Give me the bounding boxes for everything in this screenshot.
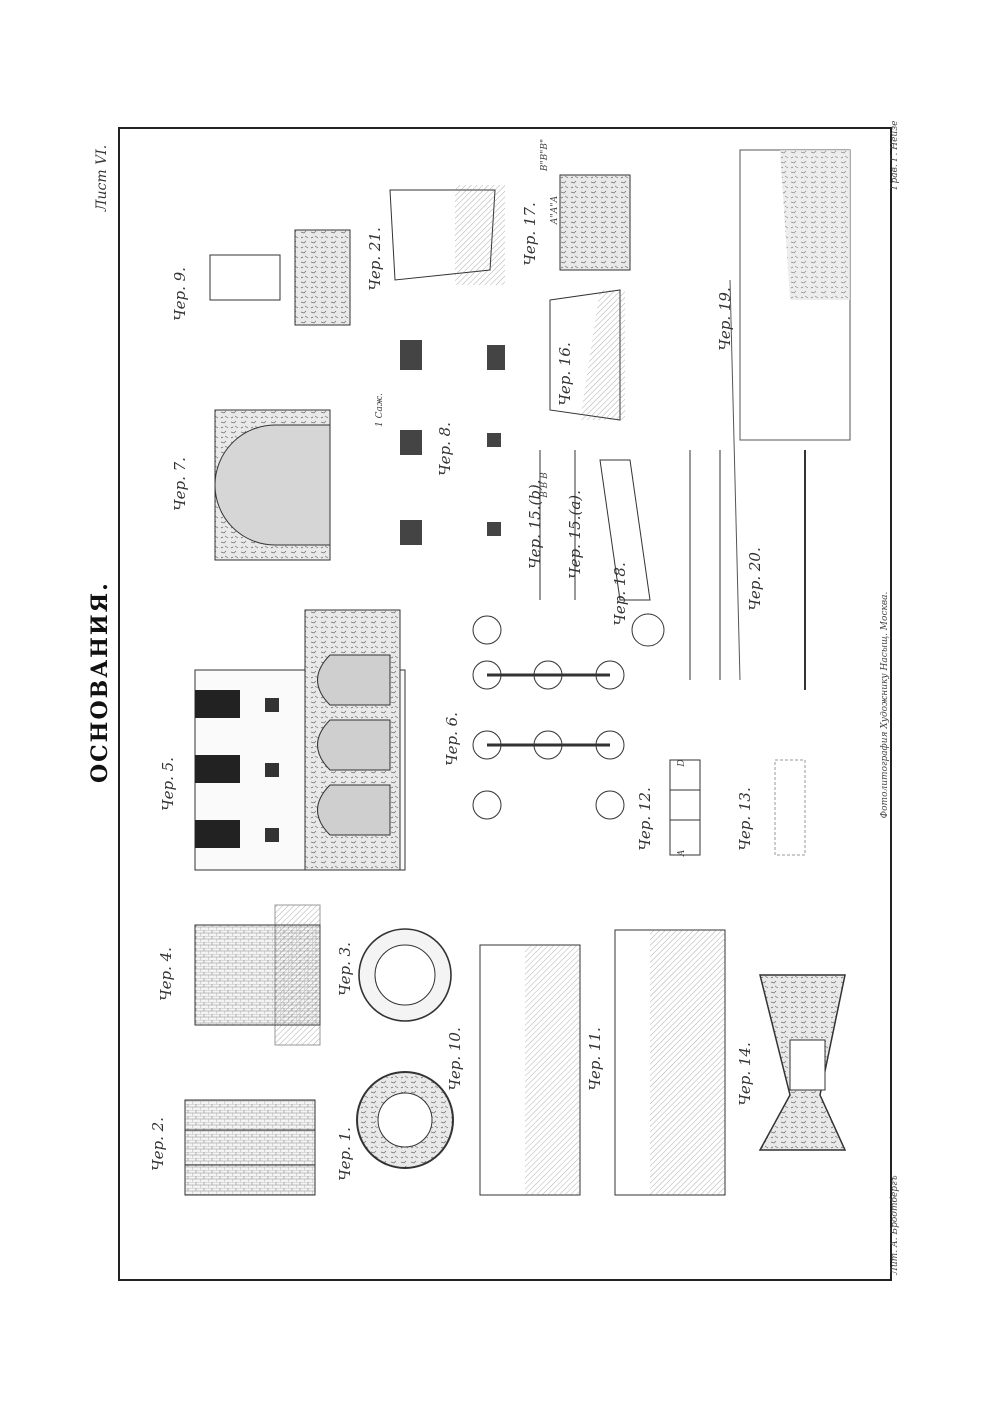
- engraver-right: Грав. Г. Нейзе: [890, 120, 900, 190]
- figure-8-label: Чер. 8.: [436, 422, 454, 476]
- figure-14-drawing: [758, 974, 847, 1151]
- figure-18-label: Чер. 18.: [611, 562, 629, 626]
- figure-7-drawing: [214, 409, 331, 561]
- figure-15-drawing: [539, 450, 576, 600]
- figure-11-drawing: [614, 929, 726, 1196]
- figure-16-label: Чер. 16.: [556, 342, 574, 406]
- figure-4-drawing: [194, 904, 321, 1046]
- figure-2-label: Чер. 2.: [149, 1117, 167, 1171]
- figure-5-label: Чер. 5.: [159, 757, 177, 811]
- figure-18-drawing: [599, 459, 651, 601]
- figure-3-drawing: [358, 928, 452, 1022]
- figure-8-scale: 1 Саж.: [375, 393, 385, 427]
- figure-7-label: Чер. 7.: [171, 457, 189, 511]
- plate-title: ОСНОВАНИЯ.: [87, 581, 113, 783]
- figure-8-drawing: [400, 340, 505, 545]
- figure-5-drawing: [194, 609, 406, 871]
- figure-19-drawing: [739, 149, 851, 441]
- figure-15-marks: B B B: [540, 472, 550, 498]
- figure-17-section-mark: А"А"А: [550, 195, 560, 225]
- figure-4-label: Чер. 4.: [157, 947, 175, 1001]
- figure-6-label: Чер. 6.: [443, 712, 461, 766]
- figure-17-section-mark-2: В"В"В": [540, 138, 550, 172]
- figure-12-label: Чер. 12.: [636, 787, 654, 851]
- figure-15a-label: Чер. 15.(а).: [566, 490, 584, 579]
- figure-21-drawing: [389, 185, 505, 285]
- figure-21-label: Чер. 21.: [366, 227, 384, 291]
- figure-12-drawing: [669, 759, 701, 856]
- figure-9-drawing: [209, 229, 351, 326]
- figure-13-label: Чер. 13.: [736, 787, 754, 851]
- engraver-left: Лит. А. Бродтбергъ: [890, 1175, 900, 1275]
- figure-13-drawing: [774, 759, 806, 856]
- figure-3-label: Чер. 3.: [336, 942, 354, 996]
- figure-1-label: Чер. 1.: [336, 1127, 354, 1181]
- figure-20-drawing: [689, 279, 806, 690]
- figure-14-label: Чер. 14.: [736, 1042, 754, 1106]
- figure-11-label: Чер. 11.: [586, 1027, 604, 1091]
- figure-10-label: Чер. 10.: [446, 1027, 464, 1091]
- figure-12-mark-d: D: [677, 759, 687, 767]
- plate-border: [118, 127, 892, 1281]
- figure-16-drawing: [549, 289, 625, 421]
- figure-6-drawing: [472, 613, 665, 820]
- figure-1-drawing: [356, 1071, 454, 1169]
- figure-17-label: Чер. 17.: [521, 202, 539, 266]
- figure-19-label: Чер. 19.: [716, 287, 734, 351]
- printer-credit: Фотолитография Художнику Насыщ. Москва.: [880, 591, 890, 819]
- figure-9-label: Чер. 9.: [171, 267, 189, 321]
- figure-20-label: Чер. 20.: [746, 547, 764, 611]
- figure-2-drawing: [184, 1099, 316, 1196]
- figure-17-drawing: [559, 174, 631, 271]
- figure-12-mark-a: A: [677, 849, 687, 857]
- figure-10-drawing: [479, 944, 581, 1196]
- sheet-number: Лист VI.: [94, 144, 110, 212]
